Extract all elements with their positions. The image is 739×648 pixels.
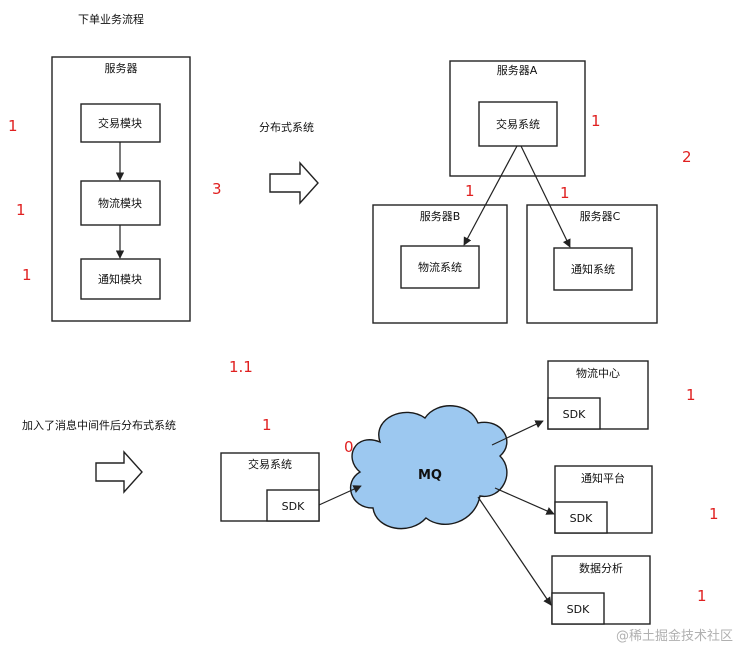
annotation-12: 1 xyxy=(686,386,696,404)
label-with-mq: 加入了消息中间件后分布式系统 xyxy=(22,418,176,432)
trade-system-label: 交易系统 xyxy=(496,117,540,131)
annotation-10: 1 xyxy=(262,416,272,434)
edge-mq-to-notify-platform xyxy=(494,487,555,515)
annotation-1: 1 xyxy=(8,117,18,135)
server-a-label: 服务器A xyxy=(497,64,538,77)
notify-platform-label: 通知平台 xyxy=(581,471,625,485)
annotation-2: 1 xyxy=(16,201,26,219)
annotation-8: 1 xyxy=(560,184,570,202)
annotation-14: 1 xyxy=(697,587,707,605)
annotation-3: 1 xyxy=(22,266,32,284)
notify-sdk-box xyxy=(554,501,608,534)
trade-module-label: 交易模块 xyxy=(98,116,142,130)
server-main-label: 服务器 xyxy=(105,62,138,75)
mq-cloud-shape xyxy=(350,405,508,530)
title-order-flow: 下单业务流程 xyxy=(78,12,144,26)
trade-module-box xyxy=(80,103,161,143)
logistics-center-label: 物流中心 xyxy=(576,366,620,380)
notify-system-box xyxy=(553,247,633,291)
edge-trade-to-logistics-system xyxy=(463,145,518,246)
trade-sdk-label: SDK xyxy=(282,500,305,513)
block-arrow-right-bottom-icon xyxy=(95,450,143,494)
analysis-sdk-label: SDK xyxy=(567,603,590,616)
logistics-system-label: 物流系统 xyxy=(418,260,462,274)
mq-label: MQ xyxy=(418,468,442,483)
server-c-label: 服务器C xyxy=(580,210,621,223)
analysis-sdk-box xyxy=(551,592,605,625)
annotation-5: 1 xyxy=(591,112,601,130)
label-distributed: 分布式系统 xyxy=(259,121,314,134)
logistics-module-label: 物流模块 xyxy=(98,196,142,210)
trade-system-mq-label: 交易系统 xyxy=(248,457,292,471)
edge-sdk-to-mq xyxy=(318,485,362,506)
edge-mq-to-logistics-center xyxy=(491,420,544,446)
annotation-7: 1 xyxy=(465,182,475,200)
server-b-label: 服务器B xyxy=(420,210,461,223)
annotation-4: 3 xyxy=(212,180,222,198)
block-arrow-right-top-icon xyxy=(269,161,319,205)
logistics-system-box xyxy=(400,245,480,289)
annotation-13: 1 xyxy=(709,505,719,523)
notify-module-box xyxy=(80,258,161,300)
watermark: @稀土掘金技术社区 xyxy=(616,628,733,644)
data-analysis-label: 数据分析 xyxy=(579,561,623,575)
notify-system-label: 通知系统 xyxy=(571,262,615,276)
trade-system-box xyxy=(478,101,558,147)
edge-trade-to-notify-system xyxy=(520,145,571,248)
logistics-sdk-label: SDK xyxy=(563,408,586,421)
annotation-9: 1.1 xyxy=(229,358,253,376)
notify-module-label: 通知模块 xyxy=(98,272,142,286)
edge-mq-to-data-analysis xyxy=(477,496,552,606)
trade-sdk-box xyxy=(266,489,320,522)
notify-sdk-label: SDK xyxy=(570,512,593,525)
annotation-6: 2 xyxy=(682,148,692,166)
logistics-sdk-box xyxy=(547,397,601,430)
